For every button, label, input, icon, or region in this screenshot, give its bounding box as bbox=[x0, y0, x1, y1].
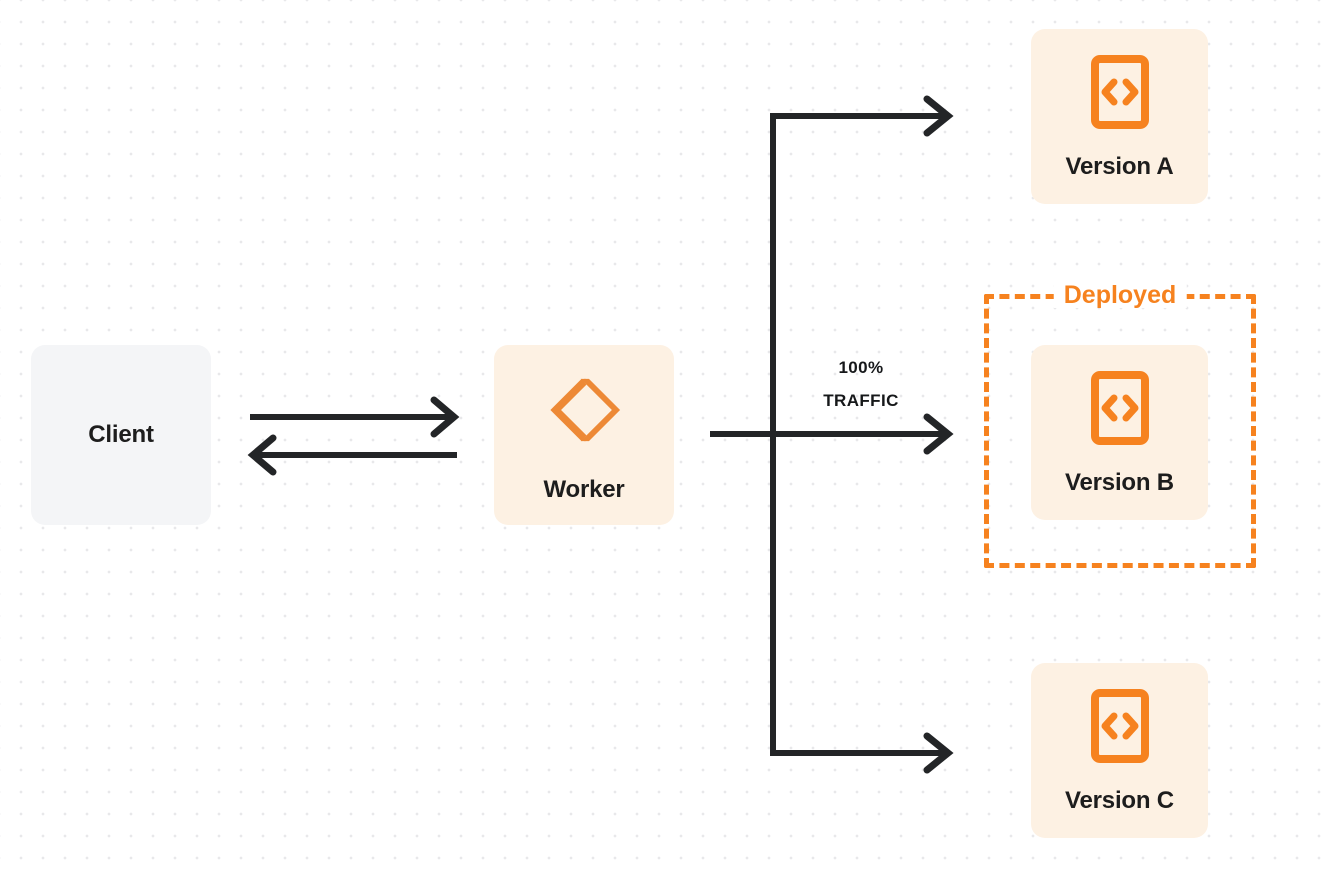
version-c-label: Version C bbox=[1065, 787, 1174, 814]
worker-node[interactable]: Worker bbox=[494, 345, 674, 525]
edge-trunk-to-version-b bbox=[773, 413, 954, 455]
deployed-group-label: Deployed bbox=[1053, 283, 1187, 308]
version-b-node[interactable]: Version B bbox=[1031, 345, 1208, 520]
code-document-icon bbox=[1090, 370, 1150, 451]
client-label: Client bbox=[88, 421, 154, 448]
edge-client-to-worker bbox=[250, 396, 460, 438]
code-document-icon bbox=[1090, 54, 1150, 135]
traffic-word: TRAFFIC bbox=[823, 391, 899, 411]
version-a-label: Version A bbox=[1065, 153, 1174, 180]
code-document-icon bbox=[1090, 688, 1150, 769]
traffic-percent: 100% bbox=[838, 358, 884, 377]
version-a-node[interactable]: Version A bbox=[1031, 29, 1208, 204]
edge-trunk-to-version-a bbox=[770, 95, 954, 137]
deployed-group: Deployed bbox=[984, 283, 1256, 568]
edge-trunk-to-version-c bbox=[770, 732, 954, 774]
edge-worker-to-client bbox=[247, 434, 457, 476]
worker-label: Worker bbox=[543, 475, 625, 503]
traffic-label: 100% TRAFFIC bbox=[791, 351, 931, 417]
cloudflare-workers-logo-icon bbox=[543, 369, 625, 456]
client-node[interactable]: Client bbox=[31, 345, 211, 525]
version-c-node[interactable]: Version C bbox=[1031, 663, 1208, 838]
version-b-label: Version B bbox=[1065, 469, 1174, 496]
